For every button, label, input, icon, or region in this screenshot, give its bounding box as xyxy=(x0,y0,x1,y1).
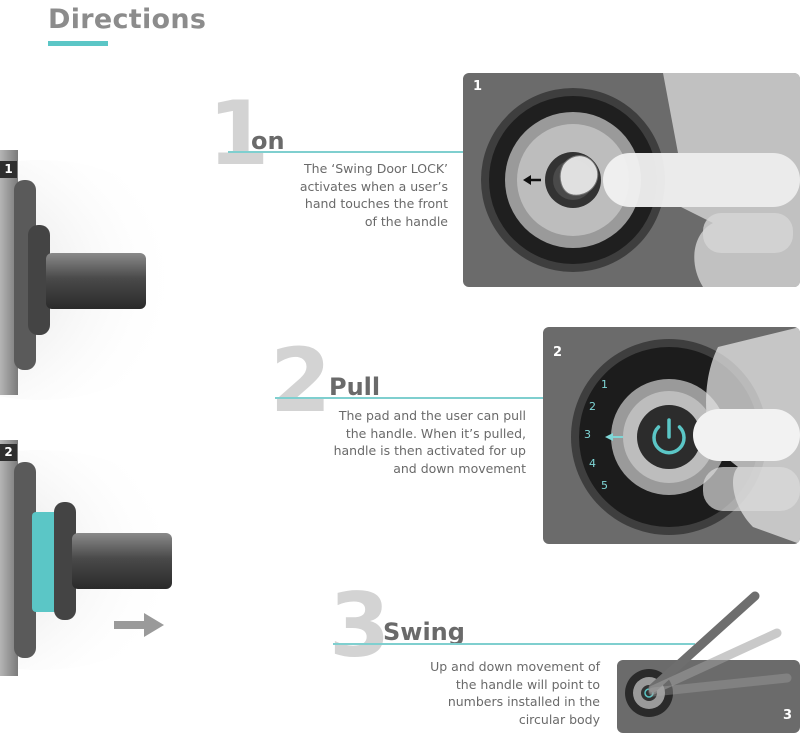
side-view-2: 2 xyxy=(0,440,200,680)
hand-illustration xyxy=(693,327,800,544)
power-icon xyxy=(652,418,686,455)
step-1-line: The ‘Swing Door LOCK’ xyxy=(304,161,448,176)
page-title: Directions xyxy=(48,4,207,35)
step-3-rule xyxy=(333,643,695,645)
step-3-line: circular body xyxy=(518,711,600,727)
dial-number-5: 5 xyxy=(601,479,608,492)
step-1-word: on xyxy=(251,127,285,155)
step-1-panel-number: 1 xyxy=(473,79,483,94)
step-3-illustration xyxy=(625,591,792,717)
step-2-line: and down movement xyxy=(393,460,526,476)
step-1-illustration xyxy=(481,73,800,287)
left-arrow-icon xyxy=(605,433,623,441)
side-view-1: 1 xyxy=(0,150,200,410)
step-3-line: numbers installed in the xyxy=(447,694,600,709)
step-2-word: Pull xyxy=(329,373,381,401)
step-1-panel: 1 xyxy=(463,73,800,287)
right-arrow-icon xyxy=(114,613,164,637)
step-3-panel: 3 xyxy=(617,588,800,733)
step-3-description: Up and down movement of the handle will … xyxy=(400,658,600,728)
title-underline xyxy=(48,41,108,46)
step-3-panel-number: 3 xyxy=(783,708,793,723)
side-view-2-badge: 2 xyxy=(0,444,17,461)
step-1-line: of the handle xyxy=(364,213,448,229)
step-3-line: the handle will point to xyxy=(455,676,600,692)
step-1-rule xyxy=(228,151,464,153)
step-2-panel-number: 2 xyxy=(553,345,563,360)
dial-number-4: 4 xyxy=(589,457,596,470)
dial-number-3: 3 xyxy=(584,428,591,441)
step-1-line: activates when a user’s xyxy=(299,178,448,194)
side-view-1-illustration xyxy=(0,150,200,400)
left-arrow-icon xyxy=(523,175,541,185)
dial-number-1: 1 xyxy=(601,378,608,391)
side-view-1-badge: 1 xyxy=(0,161,17,178)
step-1-number: 1 xyxy=(208,82,269,185)
hand-illustration xyxy=(559,73,800,287)
step-2-illustration xyxy=(571,327,800,544)
step-2-number: 2 xyxy=(270,329,331,432)
step-3-number: 3 xyxy=(329,574,390,677)
step-2-line: handle is then activated for up xyxy=(333,443,526,458)
step-2-line: The pad and the user can pull xyxy=(338,408,526,423)
step-2-rule xyxy=(275,397,543,399)
step-1-description: The ‘Swing Door LOCK’ activates when a u… xyxy=(268,160,448,230)
dial-number-2: 2 xyxy=(589,400,596,413)
step-2-description: The pad and the user can pull the handle… xyxy=(322,407,526,477)
step-3-word: Swing xyxy=(383,618,465,646)
step-1-line: hand touches the front xyxy=(304,196,448,211)
step-2-line: the handle. When it’s pulled, xyxy=(345,425,526,441)
step-3-line: Up and down movement of xyxy=(430,659,600,674)
side-view-2-illustration xyxy=(0,440,200,676)
step-2-panel: 2 1 2 3 4 5 xyxy=(543,327,800,544)
